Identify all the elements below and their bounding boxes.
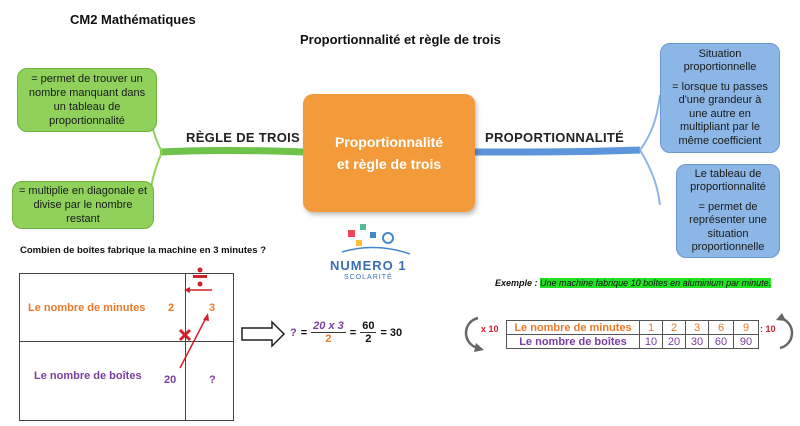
right-branch-line — [474, 146, 641, 156]
central-node: Proportionnalité et règle de trois — [303, 94, 475, 212]
central-node-line2: et règle de trois — [336, 156, 442, 172]
left-branch-line — [159, 147, 304, 156]
cell-minutes-3: 3 — [209, 302, 216, 314]
bubble-regle-definition: = permet de trouver un nombre manquant d… — [17, 68, 157, 132]
result-arrow-icon — [241, 320, 286, 348]
fraction-2: 60 2 — [360, 320, 377, 345]
logo-graphic — [341, 224, 411, 255]
logo-text: NUMERO 1 — [330, 258, 407, 273]
formula: ? = 20 x 3 2 = 60 2 = 30 — [290, 320, 402, 345]
table-cell: 30 — [685, 334, 709, 349]
multiply-operator: x 10 — [481, 324, 499, 334]
formula-equals: = — [300, 326, 308, 339]
bubble-title: Le tableau de proportionnalité — [690, 167, 766, 194]
row-label-boites: Le nombre de boîtes — [34, 370, 142, 382]
cross-multiplication-table: Le nombre de minutes Le nombre de boîtes… — [19, 273, 234, 421]
table-row: Le nombre de boîtes 10 20 30 60 90 — [506, 334, 759, 349]
cell-minutes-2: 2 — [168, 302, 175, 314]
numero1-logo: NUMERO 1 SCOLARITÉ — [330, 222, 420, 292]
table-cell: 6 — [708, 320, 734, 335]
bubble-title: Situation proportionnelle — [683, 47, 757, 74]
bubble-regle-methode: = multiplie en diagonale et divise par l… — [12, 181, 154, 229]
table-cell: 60 — [708, 334, 734, 349]
bubble-text: = lorsque tu passes d'une grandeur à une… — [672, 80, 768, 147]
formula-unknown: ? — [290, 326, 297, 339]
table-row: Le nombre de minutes 1 2 3 6 9 — [506, 320, 759, 335]
curved-arrow-right-icon — [779, 316, 794, 350]
table-cell: 3 — [685, 320, 709, 335]
divide-operator: : 10 — [760, 324, 776, 334]
cell-boites-20: 20 — [164, 374, 177, 386]
division-sign-icon — [193, 267, 207, 287]
fraction-2-numerator: 60 — [360, 320, 377, 333]
curved-arrow-left-icon — [464, 316, 479, 350]
row-label-boites: Le nombre de boîtes — [506, 334, 640, 349]
logo-subtext: SCOLARITÉ — [344, 274, 393, 281]
cell-boites-unknown: ? — [209, 374, 216, 386]
bubble-situation-proportionnelle: Situation proportionnelle = lorsque tu p… — [660, 43, 780, 153]
table-cell: 9 — [733, 320, 759, 335]
multiplication-sign-icon — [178, 328, 192, 342]
proportionality-table: Le nombre de minutes 1 2 3 6 9 Le nombre… — [506, 320, 759, 349]
formula-equals-2: = — [349, 326, 357, 339]
central-node-line1: Proportionnalité — [334, 134, 444, 150]
example-text: Une machine fabrique 10 boîtes en alumin… — [540, 278, 772, 288]
page-title: Proportionnalité et règle de trois — [300, 32, 501, 47]
class-title: CM2 Mathématiques — [70, 12, 196, 27]
table-cell: 2 — [662, 320, 686, 335]
fraction-1-numerator: 20 x 3 — [311, 320, 346, 333]
branch-label-regle: RÈGLE DE TROIS — [186, 130, 300, 145]
row-label-minutes: Le nombre de minutes — [28, 302, 146, 314]
example-prefix: Exemple : — [495, 278, 538, 288]
row-label-minutes: Le nombre de minutes — [506, 320, 640, 335]
example-statement: Exemple : Une machine fabrique 10 boîtes… — [495, 278, 772, 288]
bubble-tableau-proportionnalite: Le tableau de proportionnalité = permet … — [676, 164, 780, 258]
table-cell: 20 — [662, 334, 686, 349]
table-cell: 90 — [733, 334, 759, 349]
diagonal-arrow — [179, 315, 208, 369]
fraction-1: 20 x 3 2 — [311, 320, 346, 345]
fraction-1-denominator: 2 — [325, 333, 332, 345]
bubble-text: = permet de représenter une situation pr… — [689, 200, 767, 254]
branch-label-proportionnalite: PROPORTIONNALITÉ — [485, 130, 625, 145]
fraction-2-denominator: 2 — [365, 333, 372, 345]
formula-result: = 30 — [380, 326, 403, 339]
table-cell: 1 — [639, 320, 663, 335]
table-cell: 10 — [639, 334, 663, 349]
problem-question: Combien de boîtes fabrique la machine en… — [20, 245, 266, 256]
